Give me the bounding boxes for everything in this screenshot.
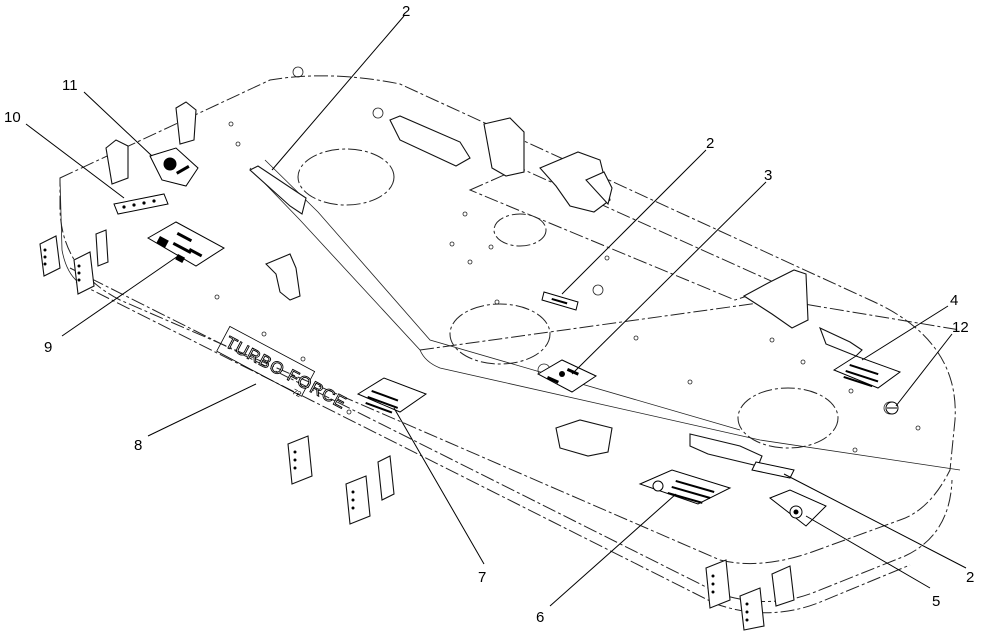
- callouts: 2 2 3 4 12 11 10 9 8 7 6 5 2: [4, 3, 974, 626]
- decal-6-danger: [638, 469, 732, 505]
- decal-5-warning-chevron: [769, 489, 827, 527]
- decal-2-belt-label-c: [751, 461, 795, 479]
- decal-10-height-strip: [113, 193, 169, 215]
- callout-3: 3: [764, 167, 772, 184]
- decal-7-instruction: [356, 377, 428, 414]
- decals: [113, 147, 902, 527]
- callout-9: 9: [44, 339, 52, 356]
- spindle-left: [297, 148, 395, 206]
- hitch-links: [39, 229, 795, 631]
- decal-4-info: [832, 355, 902, 389]
- callout-8: 8: [134, 437, 142, 454]
- spindle-right: [737, 387, 839, 449]
- callout-11: 11: [62, 77, 78, 94]
- decal-9-instruction: [147, 221, 225, 267]
- decal-3-blade-warning: [536, 359, 598, 393]
- mount-brackets: [105, 101, 863, 467]
- leader-lines: [25, 15, 967, 607]
- callout-2-bottom: 2: [966, 569, 974, 586]
- callout-6: 6: [536, 609, 544, 626]
- callout-2-middle: 2: [706, 135, 714, 152]
- decal-11-warning-triangle: [149, 147, 199, 187]
- callout-12: 12: [952, 319, 969, 336]
- decal-8-turbo-force: TURBO FORCE 72: [216, 325, 350, 413]
- callout-4: 4: [950, 292, 958, 309]
- decal-2-belt-label-a: [541, 291, 579, 311]
- callout-5: 5: [932, 593, 940, 610]
- spindle-openings: [297, 148, 839, 449]
- callout-2-top: 2: [402, 3, 410, 20]
- decal-12-plug: [885, 401, 899, 415]
- spindle-center: [449, 303, 551, 365]
- callout-7: 7: [478, 569, 486, 586]
- turbo-force-text: TURBO FORCE: [222, 333, 350, 413]
- callout-10: 10: [4, 109, 21, 126]
